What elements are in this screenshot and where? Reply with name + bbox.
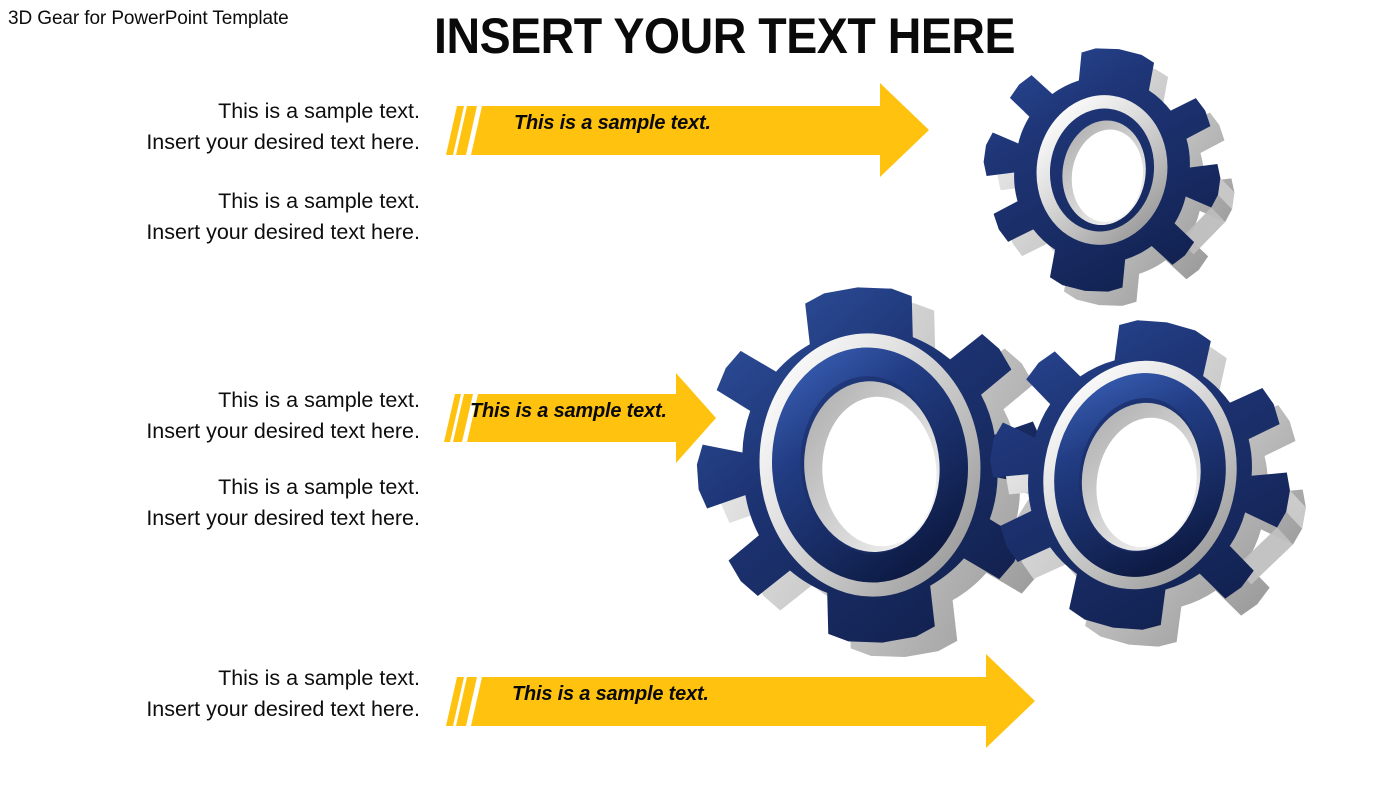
arrow-bottom-sliver-2	[456, 677, 477, 726]
gear-illustration	[685, 30, 1370, 710]
arrow-middle[interactable]: This is a sample text.	[444, 370, 734, 470]
text-block-3-line-1: This is a sample text.	[218, 388, 420, 412]
arrow-bottom-body	[471, 654, 1035, 748]
gear-small-top-right	[967, 32, 1251, 322]
arrow-middle-sliver-1	[444, 394, 461, 442]
arrow-middle-sliver-2	[453, 394, 473, 442]
text-block-4: This is a sample text. Insert your desir…	[0, 472, 420, 534]
arrow-middle-body	[467, 373, 716, 463]
arrow-top[interactable]: This is a sample text.	[446, 78, 946, 178]
arrow-top-body	[471, 83, 929, 177]
text-block-1-line-1: This is a sample text.	[218, 99, 420, 123]
arrow-top-sliver-2	[456, 106, 477, 155]
arrow-bottom[interactable]: This is a sample text.	[446, 648, 1046, 753]
text-block-3-line-2: Insert your desired text here.	[146, 419, 420, 443]
text-block-4-line-2: Insert your desired text here.	[146, 506, 420, 530]
arrow-top-label: This is a sample text.	[514, 112, 711, 134]
arrow-bottom-label: This is a sample text.	[512, 683, 709, 705]
text-block-2-line-1: This is a sample text.	[218, 189, 420, 213]
text-block-2-line-2: Insert your desired text here.	[146, 220, 420, 244]
page-title: INSERT YOUR TEXT HERE	[434, 8, 1016, 64]
arrow-middle-label: This is a sample text.	[470, 400, 667, 422]
text-block-5-line-2: Insert your desired text here.	[146, 697, 420, 721]
text-block-1-line-2: Insert your desired text here.	[146, 130, 420, 154]
arrow-top-sliver-1	[446, 106, 464, 155]
text-block-4-line-1: This is a sample text.	[218, 475, 420, 499]
document-header-title: 3D Gear for PowerPoint Template	[8, 8, 289, 29]
arrow-bottom-sliver-1	[446, 677, 464, 726]
text-block-5-line-1: This is a sample text.	[218, 666, 420, 690]
text-block-5: This is a sample text. Insert your desir…	[0, 663, 420, 725]
text-block-3: This is a sample text. Insert your desir…	[0, 385, 420, 447]
gear-medium-right	[965, 296, 1331, 671]
text-block-1: This is a sample text. Insert your desir…	[0, 96, 420, 158]
text-block-2: This is a sample text. Insert your desir…	[0, 186, 420, 248]
